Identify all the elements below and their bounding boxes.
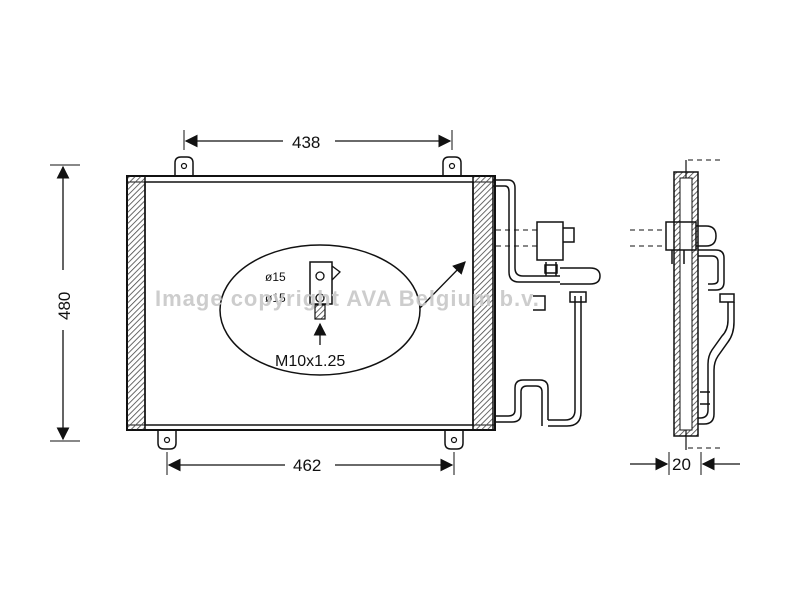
- valve-block: [536, 221, 564, 261]
- valve-cap: [563, 227, 575, 243]
- fitting-small: [533, 295, 546, 311]
- pipe-loop: [560, 267, 601, 285]
- refrigerant-pipes: [493, 179, 601, 427]
- side-pipe-clamps: [700, 391, 710, 405]
- side-pipe-upper-inner: [698, 255, 719, 285]
- side-pipe-lower-inner: [698, 302, 735, 425]
- bottom-right-tab: [444, 430, 464, 450]
- dimension-bottom-width: 462: [166, 452, 455, 475]
- side-pipes: [665, 221, 735, 425]
- side-fitting: [719, 293, 735, 303]
- side-valve-loop: [696, 225, 717, 247]
- valve-nut: [544, 264, 558, 274]
- callout-thread: [314, 304, 326, 320]
- side-valve-block: [665, 221, 697, 251]
- side-pipe-lower: [698, 302, 729, 419]
- callout-fitting-lip: [331, 265, 341, 281]
- side-valve-stem: [671, 250, 685, 264]
- upper-pipe-inner: [493, 185, 560, 283]
- dimension-depth: 20: [630, 452, 740, 475]
- left-tank: [126, 175, 146, 431]
- copyright-watermark: Image copyright AVA Belgium b.v.: [155, 286, 540, 311]
- upper-pipe-outer: [493, 179, 560, 277]
- callout-ellipse: [219, 244, 421, 376]
- callout-port-lower: [315, 293, 325, 303]
- condenser-side-view: [630, 159, 735, 450]
- top-width-label: 438: [292, 133, 320, 152]
- height-label: 480: [55, 292, 74, 320]
- bottom-left-tab-hole: [163, 436, 171, 444]
- right-tank: [472, 175, 494, 431]
- thread-size-label: M10x1.25: [275, 353, 345, 370]
- fitting-block: [569, 291, 587, 303]
- fitting-callout: ø15 ø15 M10x1.25: [219, 244, 466, 376]
- depth-label: 20: [672, 455, 691, 474]
- return-pipe-outer: [495, 379, 549, 420]
- condenser-front-view: [126, 156, 496, 450]
- bottom-right-tab-hole: [450, 436, 458, 444]
- diameter-label-1: ø15: [265, 270, 286, 284]
- bottom-left-tab: [157, 430, 177, 450]
- top-right-tab-hole: [448, 162, 456, 170]
- center-lines: [496, 229, 540, 247]
- dimension-height: 480: [50, 164, 80, 442]
- callout-fitting-body: [309, 261, 333, 305]
- side-center-lines: [630, 229, 666, 247]
- side-core: [679, 177, 693, 431]
- callout-leader-arrow: [419, 261, 466, 309]
- return-pipe-inner: [495, 385, 543, 426]
- valve-stem: [545, 262, 557, 276]
- top-left-tab: [174, 156, 194, 176]
- lower-pipe-inner: [548, 296, 582, 427]
- diameter-label-2: ø15: [265, 291, 286, 305]
- lower-pipe-outer: [548, 296, 576, 421]
- side-pipe-upper: [698, 249, 725, 291]
- callout-port-upper: [315, 271, 325, 281]
- dimension-top-width: 438: [183, 130, 453, 152]
- top-left-tab-hole: [180, 162, 188, 170]
- top-right-tab: [442, 156, 462, 176]
- bottom-width-label: 462: [293, 456, 321, 475]
